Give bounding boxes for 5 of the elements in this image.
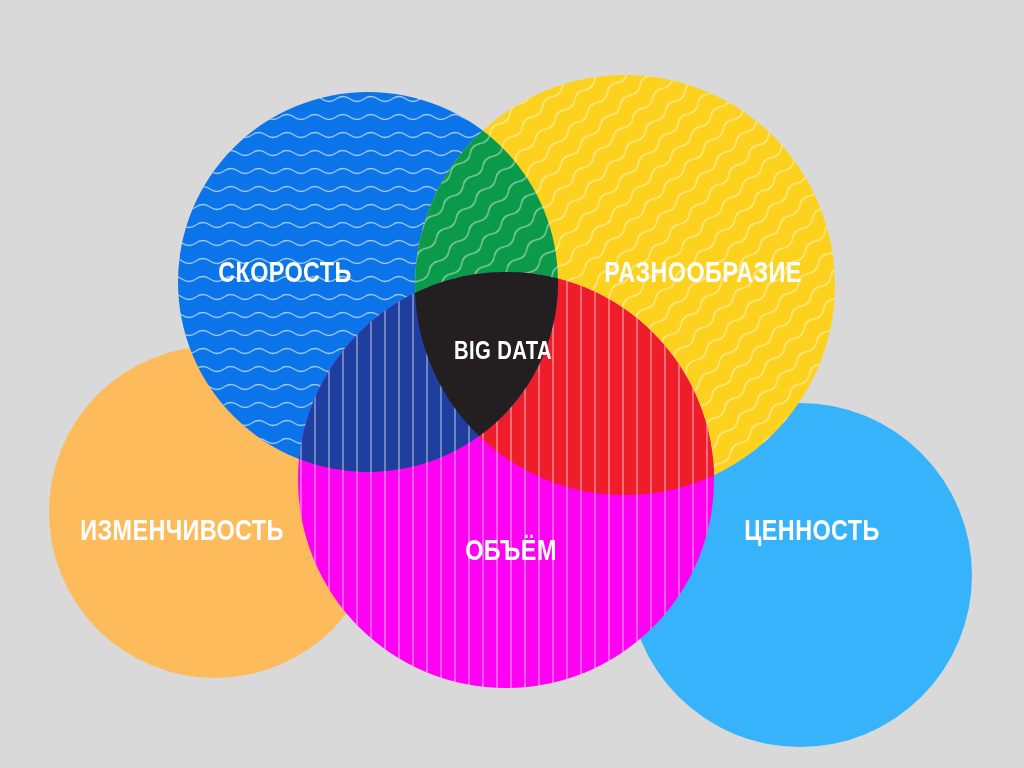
circle-label: СКОРОСТЬ — [218, 255, 352, 289]
circle-label: ЦЕННОСТЬ — [744, 513, 880, 547]
circle-label: ИЗМЕНЧИВОСТЬ — [80, 513, 284, 547]
circle-label: ОБЪЁМ — [465, 533, 557, 567]
circle-label: РАЗНООБРАЗИЕ — [604, 255, 802, 289]
